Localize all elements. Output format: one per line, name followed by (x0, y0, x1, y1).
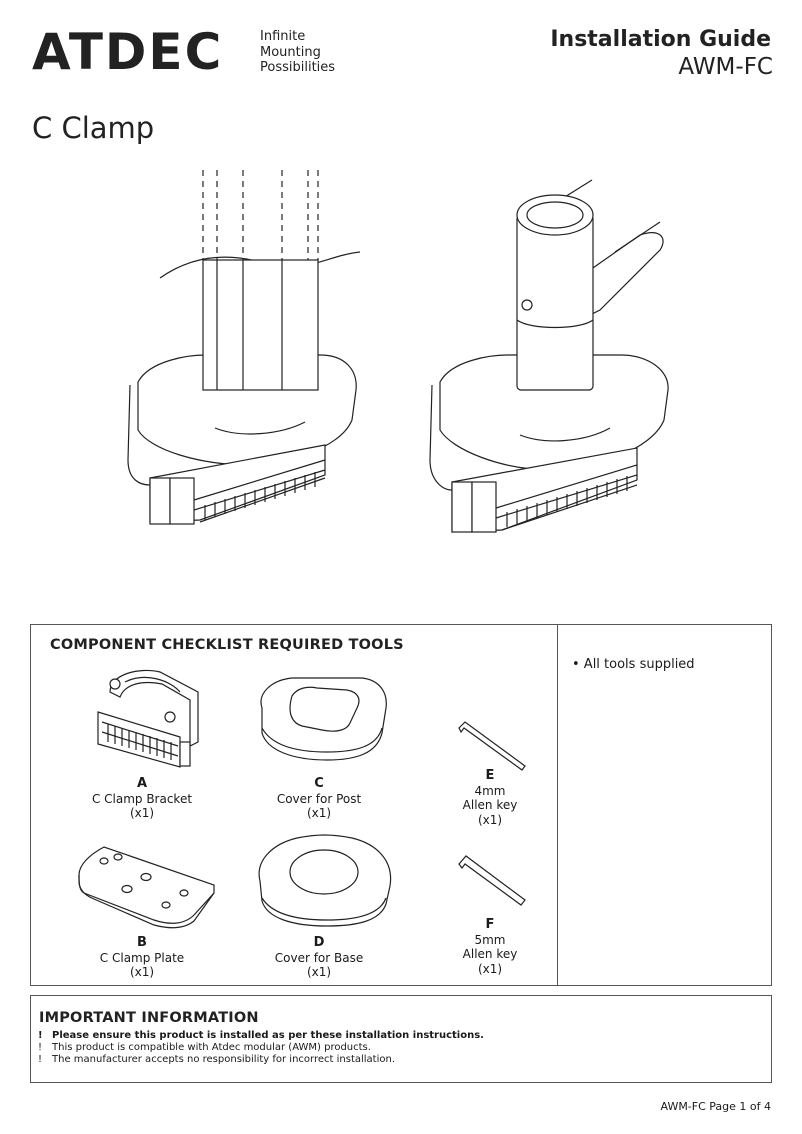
tool-f-label: F 5mm Allen key (x1) (440, 917, 540, 976)
clamp-bracket-illustration (97, 669, 199, 768)
warning-bullet: ! (38, 1030, 43, 1041)
clamp-with-arm-illustration (429, 179, 669, 533)
important-text: Please ensure this product is installed … (52, 1030, 484, 1041)
important-line-1: ! Please ensure this product is installed… (38, 1030, 484, 1042)
tagline-line-2: Mounting (260, 44, 321, 60)
component-checklist-box (30, 624, 772, 986)
part-c-label: C Cover for Post (x1) (254, 776, 384, 821)
warning-bullet: ! (38, 1054, 43, 1065)
part-name: C Clamp Bracket (91, 791, 193, 806)
base-cover-illustration (258, 834, 392, 927)
tools-note: • All tools supplied (572, 657, 695, 672)
post-cover-illustration (260, 677, 387, 761)
part-name: C Clamp Plate (99, 950, 185, 965)
model-number: AWM-FC (678, 54, 773, 80)
brand-tagline: Infinite Mounting Possibilities (260, 29, 335, 76)
part-b-label: B C Clamp Plate (x1) (77, 935, 207, 980)
tool-qty: (x1) (477, 961, 503, 976)
tool-name: Allen key (462, 798, 518, 812)
part-qty: (x1) (306, 806, 332, 820)
checklist-heading: COMPONENT CHECKLIST REQUIRED TOOLS (50, 637, 404, 653)
part-letter: C (314, 776, 324, 791)
hero-illustration (127, 170, 669, 533)
warning-bullet: ! (38, 1042, 43, 1053)
tool-qty: (x1) (477, 812, 503, 827)
brand-logo: ATDEC (32, 23, 224, 81)
tool-size: 5mm (474, 932, 506, 947)
tool-e-label: E 4mm Allen key (x1) (440, 768, 540, 827)
clamp-with-post-illustration (127, 170, 361, 525)
important-info-box (30, 995, 772, 1083)
allen-key-5mm-illustration (458, 855, 526, 906)
clamp-plate-illustration (78, 846, 215, 929)
page-footer: AWM-FC Page 1 of 4 (660, 1100, 771, 1113)
part-letter: B (137, 935, 147, 950)
important-text: The manufacturer accepts no responsibili… (52, 1054, 396, 1065)
tagline-line-1: Infinite (260, 29, 306, 44)
part-qty: (x1) (306, 965, 332, 979)
important-text: This product is compatible with Atdec mo… (52, 1042, 371, 1053)
important-line-2: ! This product is compatible with Atdec m… (38, 1042, 371, 1054)
tool-letter: F (485, 917, 495, 932)
part-name: Cover for Post (276, 791, 362, 806)
allen-key-4mm-illustration (458, 721, 526, 771)
tool-size: 4mm (474, 783, 506, 798)
part-qty: (x1) (129, 806, 155, 820)
part-d-label: D Cover for Base (x1) (254, 935, 384, 980)
part-a-label: A C Clamp Bracket (x1) (77, 776, 207, 821)
part-letter: D (313, 935, 325, 950)
checklist-divider (557, 624, 558, 986)
important-heading: IMPORTANT INFORMATION (39, 1010, 259, 1026)
guide-title: Installation Guide (550, 27, 771, 52)
part-qty: (x1) (129, 965, 155, 979)
important-line-3: ! The manufacturer accepts no responsibil… (38, 1054, 395, 1066)
tool-name: Allen key (462, 947, 518, 961)
tagline-line-3: Possibilities (260, 60, 336, 75)
part-name: Cover for Base (274, 950, 364, 965)
page-title: C Clamp (32, 111, 155, 145)
part-letter: A (136, 776, 148, 791)
tool-letter: E (485, 768, 495, 783)
